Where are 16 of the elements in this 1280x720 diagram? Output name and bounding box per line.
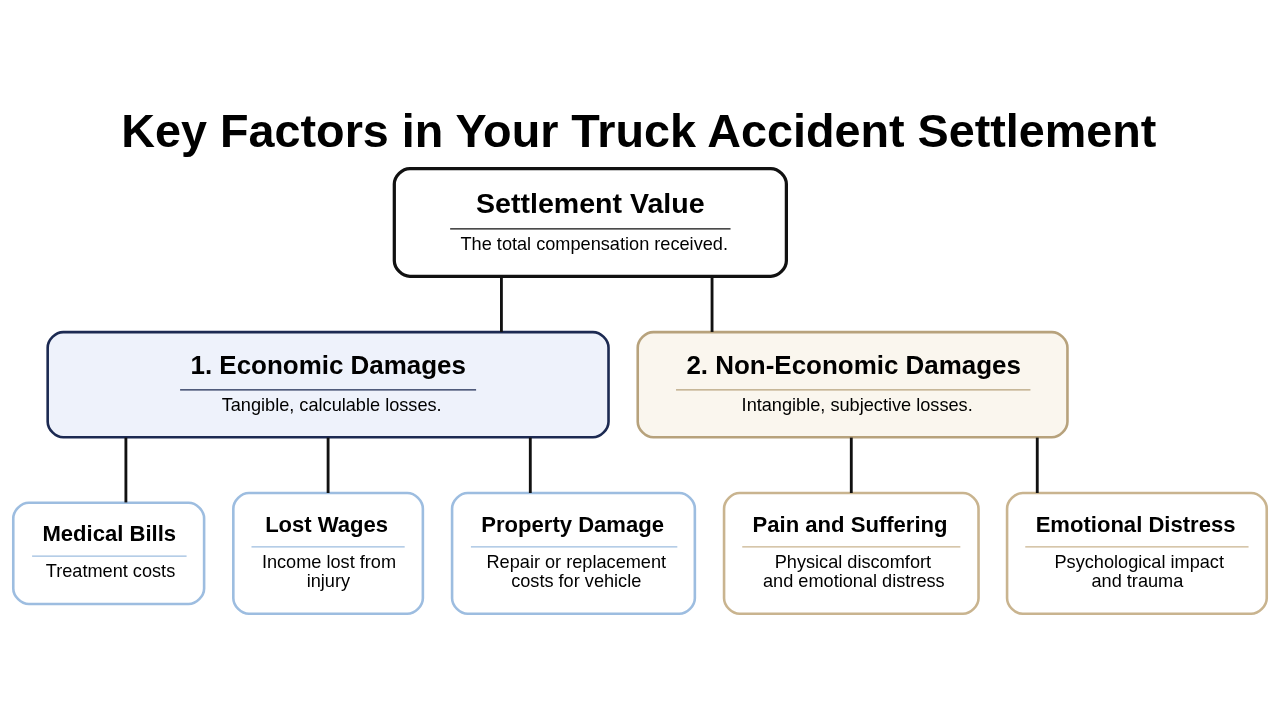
- node-box: Lost Wages Income lost from injury: [232, 491, 425, 616]
- node-box: 1. Economic Damages Tangible, calculable losses.: [46, 330, 610, 439]
- connector: [124, 437, 128, 503]
- connector: [326, 437, 330, 494]
- node-box: Pain and Suffering Physical discomfort and emotional distress: [722, 491, 980, 616]
- node-box: Medical Bills Treatment costs: [11, 501, 206, 606]
- diagram-title: Key Factors in Your Truck Accident Settlement: [121, 105, 1157, 158]
- connector: [1035, 437, 1039, 494]
- connector: [710, 276, 714, 332]
- node-box: Property Damage Repair or replacement costs for vehicle: [450, 491, 697, 616]
- connector: [528, 437, 532, 494]
- node-box: 2. Non-Economic Damages Intangible, subjective losses.: [636, 330, 1069, 439]
- node-box: Emotional Distress Psychological impact and trauma: [1005, 491, 1269, 616]
- connector: [500, 276, 503, 332]
- node-box: Settlement Value The total compensation received.: [392, 166, 788, 278]
- connector: [849, 437, 853, 494]
